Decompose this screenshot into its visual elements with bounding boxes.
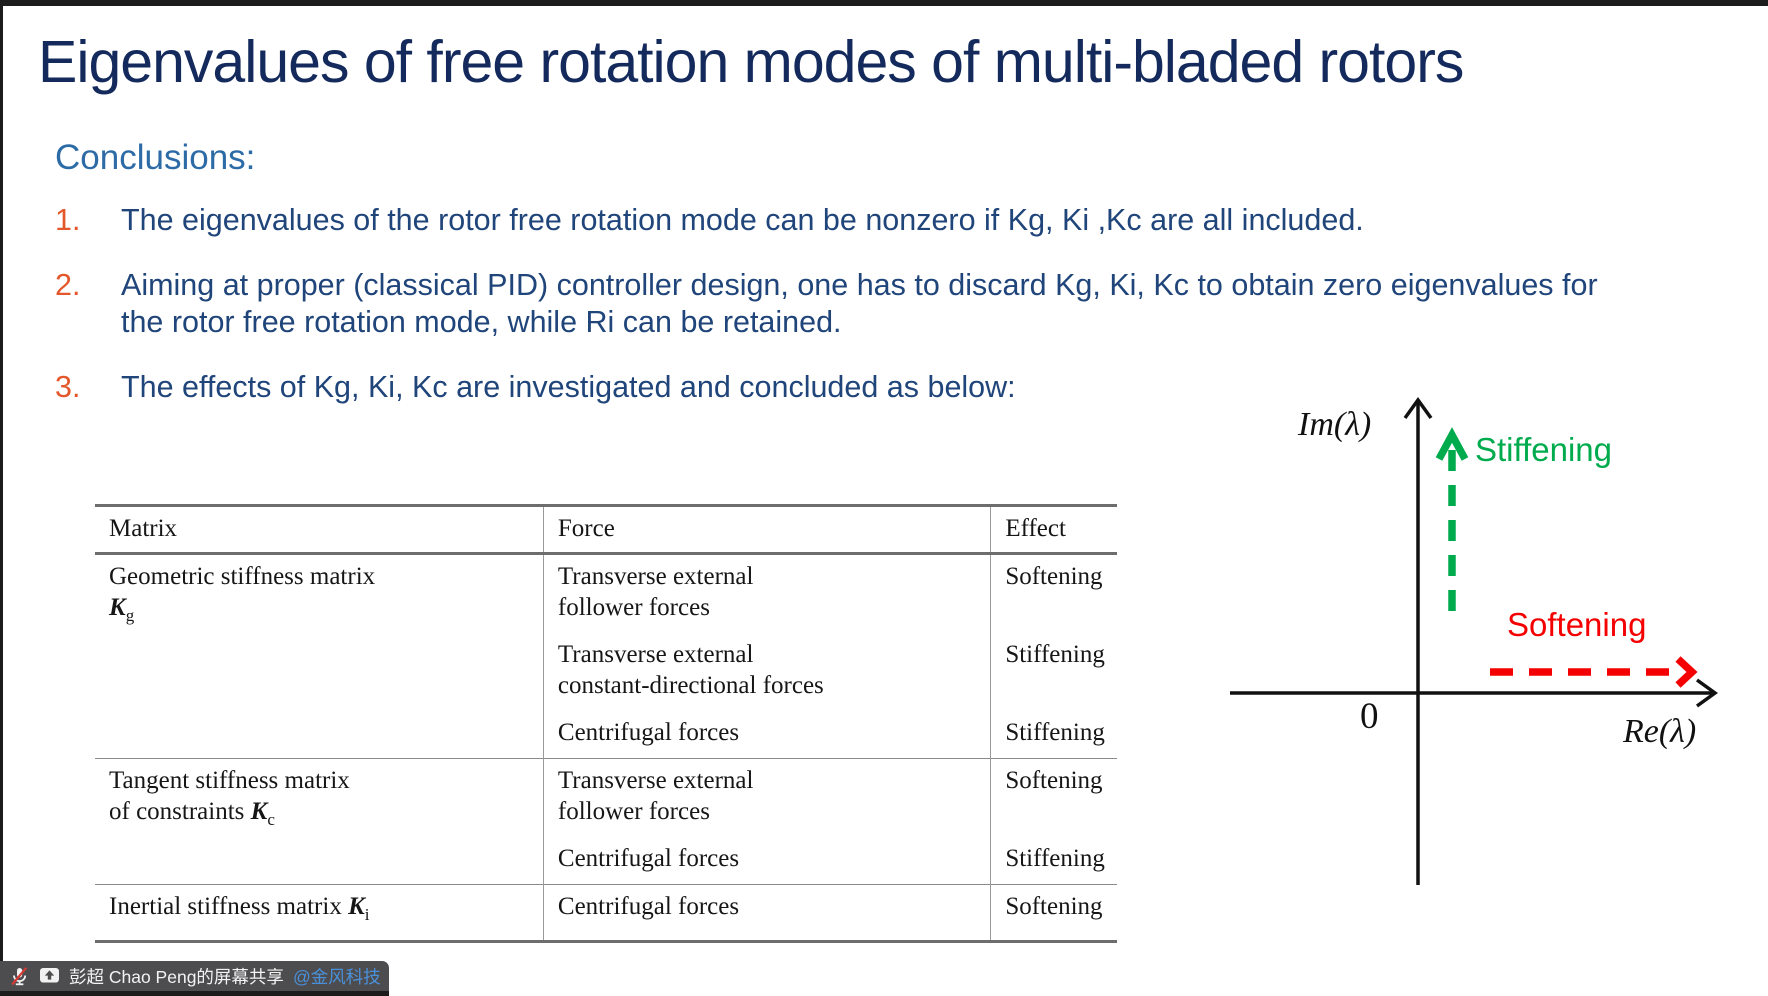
effect-cell: Softening xyxy=(990,553,1117,633)
share-bar-text: 彭超 Chao Peng的屏幕共享 xyxy=(69,966,284,987)
header-force: Force xyxy=(543,505,992,555)
effects-table: Matrix Force Effect Geometric stiffness … xyxy=(95,504,1117,943)
force-cell: Transverse external follower forces xyxy=(543,553,992,633)
frame-left-border xyxy=(0,0,3,996)
table-row: Inertial stiffness matrix Ki Centrifugal… xyxy=(95,884,1117,942)
real-axis-arrowhead xyxy=(1695,678,1718,708)
matrix-cell: Tangent stiffness matrix of constraints … xyxy=(95,758,544,885)
effect-cell: Stiffening xyxy=(1005,719,1105,746)
stiffening-label: Stiffening xyxy=(1475,431,1612,468)
header-matrix: Matrix xyxy=(95,505,544,555)
table-header-row: Matrix Force Effect xyxy=(95,505,1117,555)
force-cell: Transverse external follower forces xyxy=(543,758,992,837)
table-row: Geometric stiffness matrix Kg Transverse… xyxy=(95,553,1117,759)
matrix-name: Inertial stiffness matrix xyxy=(109,893,342,920)
matrix-symbol: Ki xyxy=(348,893,370,924)
imaginary-axis-label: Im(λ) xyxy=(1297,406,1371,443)
screen-share-icon xyxy=(40,968,59,983)
microphone-muted-icon xyxy=(11,966,28,985)
imaginary-axis-arrowhead xyxy=(1403,397,1433,420)
force-cell: Centrifugal forces xyxy=(543,837,992,885)
list-item-text: The effects of Kg, Ki, Kc are investigat… xyxy=(121,370,1016,404)
effect-cell: Stiffening xyxy=(1005,845,1105,872)
list-item-number: 3. xyxy=(55,370,81,404)
effect-cell: Softening xyxy=(990,758,1117,837)
list-item-number: 2. xyxy=(55,268,81,302)
effects-table-wrap: Matrix Force Effect Geometric stiffness … xyxy=(95,504,1117,943)
matrix-symbol: Kg xyxy=(109,594,135,625)
matrix-name: Geometric stiffness matrix xyxy=(109,563,376,590)
force-cell: Centrifugal forces xyxy=(543,711,992,759)
stiffening-arrowhead xyxy=(1435,427,1469,461)
table-row: Centrifugal forces Stiffening xyxy=(95,711,1117,759)
conclusions-list: 1. The eigenvalues of the rotor free rot… xyxy=(55,202,1635,434)
list-item: 1. The eigenvalues of the rotor free rot… xyxy=(55,202,1635,239)
matrix-symbol: Kc xyxy=(250,798,275,829)
matrix-name: of constraints xyxy=(109,798,245,825)
force-cell: Transverse external constant-directional… xyxy=(543,633,992,711)
force-cell: Centrifugal forces xyxy=(543,884,992,942)
matrix-name: Tangent stiffness matrix xyxy=(109,767,350,794)
matrix-cell: Inertial stiffness matrix Ki xyxy=(95,884,544,942)
matrix-cell: Geometric stiffness matrix Kg xyxy=(95,553,544,759)
effect-cell: Stiffening xyxy=(1005,641,1105,668)
effect-cell: Softening xyxy=(990,884,1117,942)
slide-title: Eigenvalues of free rotation modes of mu… xyxy=(38,29,1464,95)
list-item-text: The eigenvalues of the rotor free rotati… xyxy=(121,203,1364,237)
header-effect: Effect xyxy=(990,505,1117,555)
screen-share-bar: 彭超 Chao Peng的屏幕共享 @金风科技 xyxy=(0,961,389,991)
table-row: Transverse external constant-directional… xyxy=(95,633,1117,711)
list-item: 2. Aiming at proper (classical PID) cont… xyxy=(55,267,1635,341)
softening-arrowhead xyxy=(1675,656,1698,688)
table-row: Tangent stiffness matrix of constraints … xyxy=(95,758,1117,885)
real-axis-label: Re(λ) xyxy=(1622,713,1696,750)
list-item-text: Aiming at proper (classical PID) control… xyxy=(121,268,1598,339)
list-item: 3. The effects of Kg, Ki, Kc are investi… xyxy=(55,369,1635,406)
eigenvalue-plane-diagram: Im(λ) Re(λ) 0 Stiffening Softening xyxy=(1230,397,1718,885)
share-bar-mention-link[interactable]: @金风科技 xyxy=(292,966,381,987)
conclusions-heading: Conclusions: xyxy=(55,138,256,177)
softening-label: Softening xyxy=(1507,606,1646,643)
table-row: Centrifugal forces Stiffening xyxy=(95,837,1117,885)
frame-top-border xyxy=(0,0,1768,6)
share-bar-bottom-strip xyxy=(0,991,389,996)
list-item-number: 1. xyxy=(55,203,81,237)
origin-label: 0 xyxy=(1360,696,1379,737)
